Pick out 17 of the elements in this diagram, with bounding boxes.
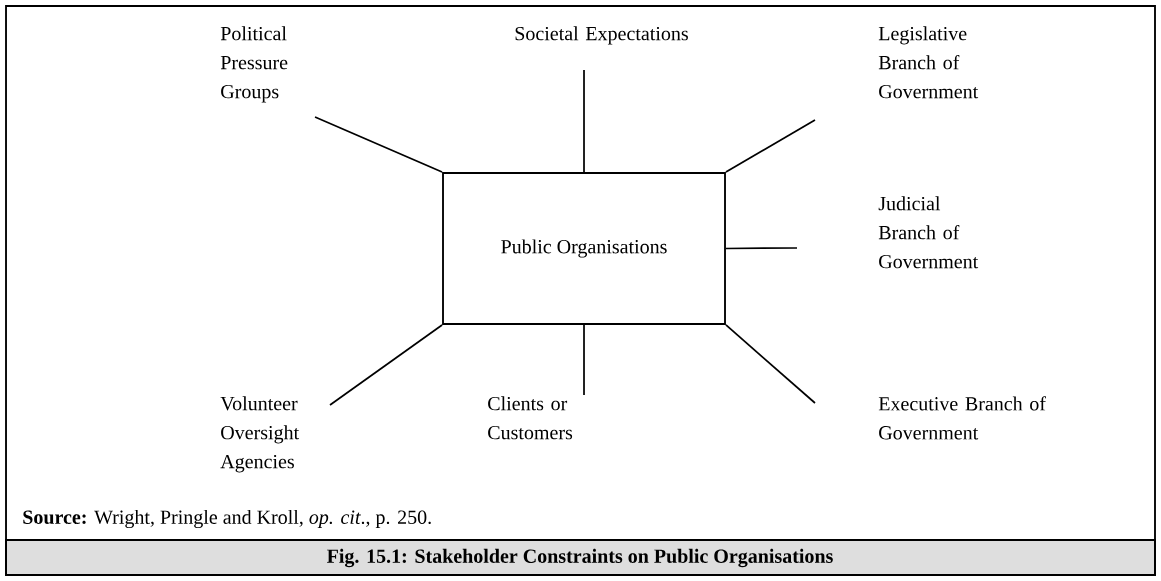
stakeholder-label: Legislative Branch of Government [878, 26, 979, 99]
organisation-box: Public Organisations [442, 172, 726, 325]
connector-line [725, 324, 816, 404]
connector-line [314, 116, 443, 173]
connector-line [583, 69, 585, 173]
connector-line [725, 247, 798, 250]
stakeholder-label: Volunteer Oversight Agencies [220, 396, 300, 473]
stakeholder-label: Societal Expectations [515, 26, 688, 45]
stakeholder-label: Executive Branch of Government [878, 396, 1046, 440]
connector-line [725, 119, 816, 173]
source-note: Source: Wright, Pringle and Kroll, op. cit., p. 250. [23, 509, 431, 529]
stakeholder-label: Clients or Customers [488, 396, 573, 440]
stakeholder-label: Political Pressure Groups [220, 26, 288, 103]
connector-line [329, 324, 443, 406]
connector-line [583, 324, 585, 396]
figure-caption: Fig. 15.1: Stakeholder Constraints on Public Organisations [327, 548, 833, 568]
stakeholder-label: Judicial Branch of Government [878, 196, 979, 269]
